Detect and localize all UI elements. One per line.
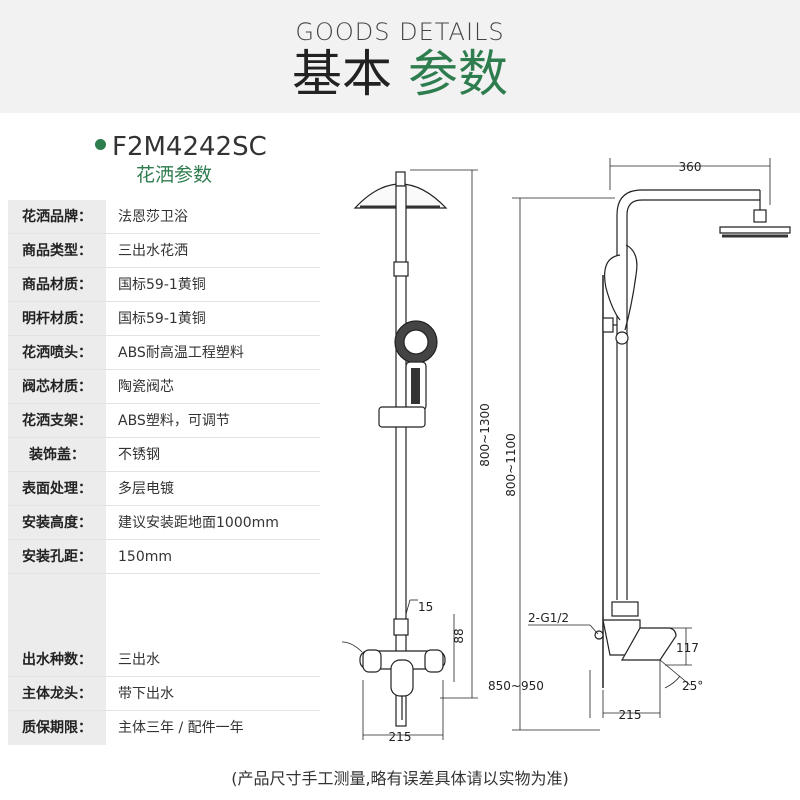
spec-value: ABS塑料，可调节 — [118, 413, 230, 429]
spec-label: 商品材质： — [22, 277, 92, 293]
header-banner: GOODS DETAILS 基本 参数 — [0, 0, 800, 113]
side-angle-line — [659, 659, 691, 686]
front-15-leader — [405, 599, 411, 615]
spec-value: 陶瓷阀芯 — [118, 379, 174, 395]
spec-row: 花洒品牌： 法恩莎卫浴 — [8, 200, 320, 234]
spec-value: 多层电镀 — [118, 481, 174, 497]
section-subtitle: 花洒参数 — [136, 164, 213, 186]
mixer-handle-icon — [390, 659, 414, 697]
shower-arm-inner — [626, 199, 760, 216]
shower-arm-outer — [616, 189, 760, 216]
side-angle-arc — [664, 675, 681, 689]
spec-label: 安装孔距： — [22, 549, 92, 565]
side-rain-head-icon — [719, 226, 791, 234]
column-joint — [393, 261, 409, 277]
spec-label: 阀芯材质： — [22, 379, 92, 395]
spec-row: 质保期限： 主体三年 / 配件一年 — [8, 711, 320, 745]
pipe-ring — [393, 618, 409, 636]
spec-table: 花洒品牌： 法恩莎卫浴 商品类型： 三出水花洒 商品材质： 国标59-1黄铜 明杆材质… — [8, 200, 320, 745]
spec-row: 明杆材质： 国标59-1黄铜 — [8, 302, 320, 336]
spec-label: 表面处理： — [22, 481, 92, 497]
spec-label: 商品类型： — [22, 243, 92, 259]
spec-value: 三出水花洒 — [118, 243, 188, 259]
title-chinese-accent: 参数 — [407, 45, 508, 103]
front-view-drawing — [341, 169, 478, 740]
wall-bracket — [602, 317, 614, 333]
left-wall-connector — [362, 649, 382, 673]
spec-value: 国标59-1黄铜 — [118, 311, 206, 327]
side-thread-leader-end — [589, 624, 599, 635]
spec-row: 表面处理： 多层电镀 — [8, 472, 320, 506]
dim-front-215: 215 — [389, 730, 412, 744]
spec-label: 主体龙头： — [22, 686, 92, 702]
spec-label: 花洒喷头： — [22, 345, 92, 361]
right-wall-connector — [424, 649, 444, 673]
dim-front-15: 15 — [418, 600, 433, 614]
title-chinese: 基本 参数 — [0, 46, 800, 102]
spec-row: 商品类型： 三出水花洒 — [8, 234, 320, 268]
dim-side-850-950: 850~950 — [488, 679, 544, 693]
side-hand-shower-icon — [604, 254, 621, 321]
dim-side-thread: 2-G1/2 — [528, 611, 569, 625]
spec-label: 花洒支架： — [22, 413, 92, 429]
spec-label: 装饰盖： — [29, 447, 85, 463]
shower-bracket — [378, 406, 426, 428]
spec-value: 不锈钢 — [118, 447, 160, 463]
spec-value: 150mm — [118, 549, 172, 565]
spec-row: 花洒喷头： ABS耐高温工程塑料 — [8, 336, 320, 370]
spec-row: 安装高度： 建议安装距地面1000mm — [8, 506, 320, 540]
spec-row: 安装孔距： 150mm — [8, 540, 320, 574]
dim-front-88: 88 — [452, 628, 466, 643]
dim-side-117: 117 — [676, 641, 699, 655]
spec-value: 主体三年 / 配件一年 — [118, 720, 244, 736]
spec-value: 带下出水 — [118, 686, 174, 702]
dim-side-height: 800~1100 — [504, 433, 518, 497]
spec-value: ABS耐高温工程塑料 — [118, 345, 244, 361]
hand-shower-grip — [411, 368, 420, 404]
hand-shower-face — [403, 329, 429, 355]
spec-label: 花洒品牌： — [22, 209, 92, 225]
spec-row: 主体龙头： 带下出水 — [8, 677, 320, 711]
measurement-disclaimer: (产品尺寸手工测量,略有误差具体请以实物为准) — [231, 769, 569, 788]
spec-label: 质保期限： — [22, 720, 92, 736]
spec-label: 明杆材质： — [22, 311, 92, 327]
spec-row: 阀芯材质： 陶瓷阀芯 — [8, 370, 320, 404]
model-number: F2M4242SC — [112, 132, 267, 162]
spec-row: 花洒支架： ABS塑料，可调节 — [8, 404, 320, 438]
dim-front-height: 800~1300 — [478, 403, 492, 467]
title-english: GOODS DETAILS — [295, 18, 505, 46]
dim-side-215: 215 — [619, 708, 642, 722]
spec-row: 装饰盖： 不锈钢 — [8, 438, 320, 472]
side-view-drawing — [512, 158, 791, 731]
spec-label: 出水种数： — [22, 652, 92, 668]
front-column-pipe — [395, 185, 407, 727]
dim-side-360: 360 — [679, 160, 702, 174]
side-mixer-top — [611, 601, 639, 617]
spec-label-column — [8, 200, 106, 745]
front-leader-arc — [341, 641, 363, 653]
bullet-dot-icon — [95, 139, 106, 150]
spec-row: 商品材质： 国标59-1黄铜 — [8, 268, 320, 302]
head-connector — [395, 171, 406, 187]
spec-row: 出水种数： 三出水 — [8, 643, 320, 677]
product-model: F2M4242SC — [95, 132, 267, 162]
side-hand-shower-outline — [624, 244, 638, 331]
spec-label: 安装高度： — [22, 515, 92, 531]
spec-value: 法恩莎卫浴 — [118, 209, 188, 225]
spec-value: 国标59-1黄铜 — [118, 277, 206, 293]
spec-value: 建议安装距地面1000mm — [118, 515, 279, 531]
title-chinese-main: 基本 — [292, 45, 393, 103]
side-head-connector — [753, 209, 767, 223]
side-holder-ring — [615, 331, 629, 345]
dim-side-angle: 25° — [682, 679, 703, 693]
spec-value: 三出水 — [118, 652, 160, 668]
